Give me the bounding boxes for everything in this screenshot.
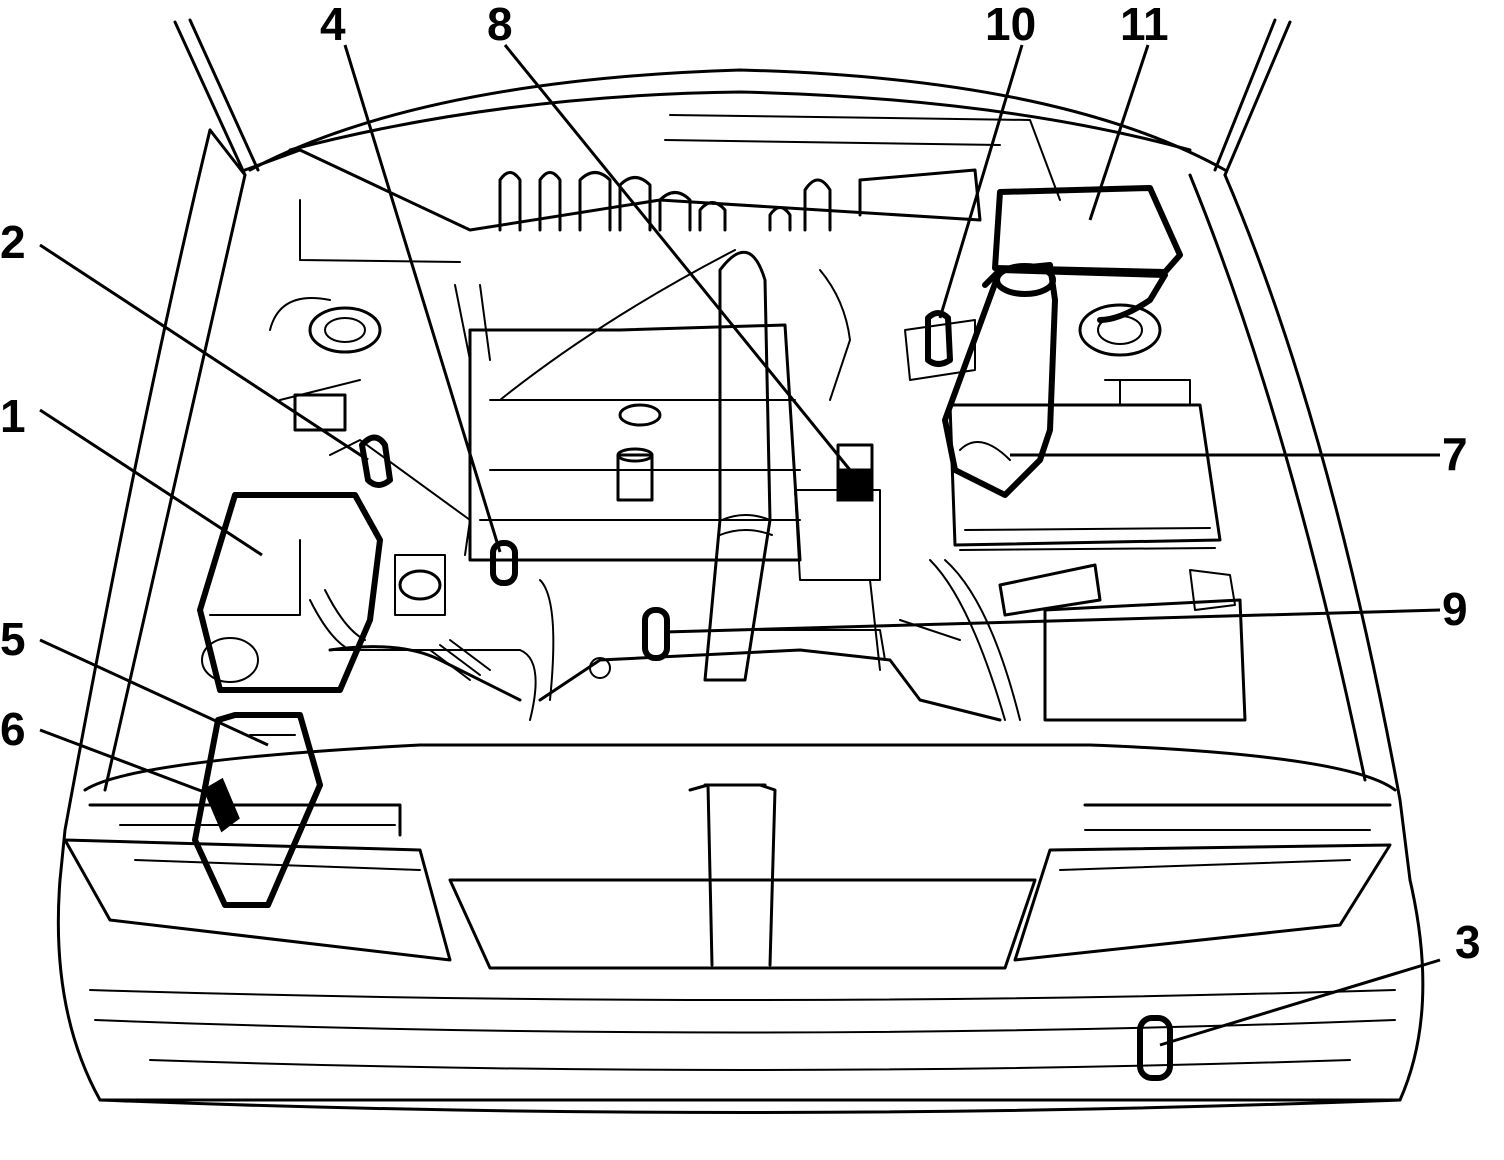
leader-lines (39, 44, 1441, 1047)
leader-1 (39, 408, 263, 557)
callout-10: 10 (985, 0, 1036, 50)
component-6-sensor (203, 777, 240, 833)
left-fender (58, 128, 212, 882)
leader-3 (1159, 958, 1441, 1047)
component-4-sensor (490, 540, 518, 586)
leader-11 (1088, 44, 1150, 221)
leader-5 (39, 638, 269, 747)
callout-labels: 2 1 5 6 4 8 10 11 7 9 3 (0, 0, 1481, 968)
leader-10 (938, 44, 1024, 319)
callout-7: 7 (1442, 428, 1468, 480)
cowl-vents (243, 114, 1061, 263)
leader-2 (39, 243, 369, 462)
callout-2: 2 (0, 216, 26, 268)
component-10-sensor (925, 310, 953, 367)
left-headlight (63, 838, 452, 962)
right-fender (1223, 173, 1412, 882)
component-8-module (836, 468, 874, 502)
highlighted-components (203, 185, 1183, 1081)
control-box (948, 403, 1222, 547)
intake-hose (703, 250, 772, 682)
oil-filler-cap (616, 453, 654, 502)
component-9-sensor (642, 607, 670, 661)
cowl-edge (248, 68, 1227, 172)
radiator-support (83, 743, 1397, 792)
component-2-sensor (359, 434, 393, 488)
callout-11: 11 (1120, 0, 1169, 50)
leader-8 (503, 44, 852, 471)
callout-6: 6 (0, 703, 26, 755)
grille-center-bar (688, 783, 777, 967)
leader-9 (664, 608, 1441, 634)
car-body (56, 18, 1425, 1114)
callout-1: 1 (0, 390, 26, 442)
valve-cover (468, 323, 802, 562)
callout-5: 5 (0, 613, 26, 665)
front-bumper (56, 878, 1425, 1102)
right-strut-tower (1078, 303, 1162, 357)
callout-8: 8 (487, 0, 513, 50)
engine (192, 249, 1247, 908)
callout-9: 9 (1442, 583, 1468, 635)
grille (448, 878, 1037, 970)
left-hood-strut (173, 20, 247, 177)
component-11-box (992, 185, 1183, 275)
right-headlight (1013, 843, 1392, 962)
leader-6 (39, 728, 213, 797)
leader-4 (343, 44, 502, 553)
callout-4: 4 (320, 0, 346, 50)
air-filter-box (197, 492, 383, 693)
washer-reservoir (192, 712, 323, 908)
callout-3: 3 (1455, 916, 1481, 968)
left-strut-tower (308, 306, 382, 354)
right-hood-strut (1223, 20, 1292, 177)
battery (1043, 598, 1247, 722)
component-7-air-mass-meter (942, 262, 1058, 498)
component-3-sensor (1137, 1015, 1173, 1081)
